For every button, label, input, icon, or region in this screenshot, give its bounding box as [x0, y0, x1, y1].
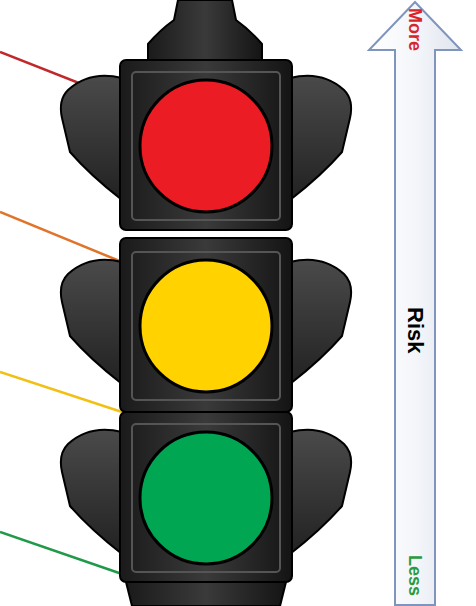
- yellow-lamp: [140, 260, 272, 392]
- leader-line: [0, 372, 122, 412]
- signal-housing: [120, 60, 292, 582]
- risk-arrow-node: MoreRiskLess: [366, 0, 464, 606]
- risk-axis-label: Risk: [404, 307, 426, 353]
- risk-arrow: [369, 2, 461, 605]
- risk-arrow-outline: [366, 0, 464, 606]
- signal-base: [126, 582, 286, 606]
- risk-low-label: Less: [406, 555, 424, 596]
- green-lamp: [140, 432, 272, 564]
- lamp-frame: [132, 72, 280, 572]
- risk-high-label: More: [406, 8, 424, 51]
- leader-line: [0, 212, 122, 262]
- signal-cap: [148, 0, 262, 62]
- red-lamp: [140, 80, 272, 212]
